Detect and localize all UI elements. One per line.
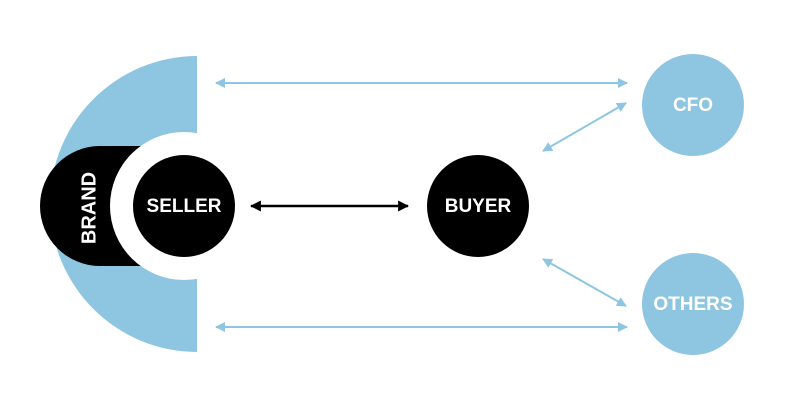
seller-label: SELLER xyxy=(147,196,222,217)
arrow-buyer-others xyxy=(542,258,627,307)
others-label: OTHERS xyxy=(653,294,732,315)
cfo-label: CFO xyxy=(673,95,713,116)
brand-label: BRAND xyxy=(78,172,100,244)
arrow-buyer-cfo xyxy=(542,102,627,152)
others-circle xyxy=(642,253,744,355)
buyer-label: BUYER xyxy=(445,196,512,217)
buyer-circle xyxy=(427,155,529,257)
seller-circle xyxy=(133,155,235,257)
cfo-circle xyxy=(642,54,744,156)
